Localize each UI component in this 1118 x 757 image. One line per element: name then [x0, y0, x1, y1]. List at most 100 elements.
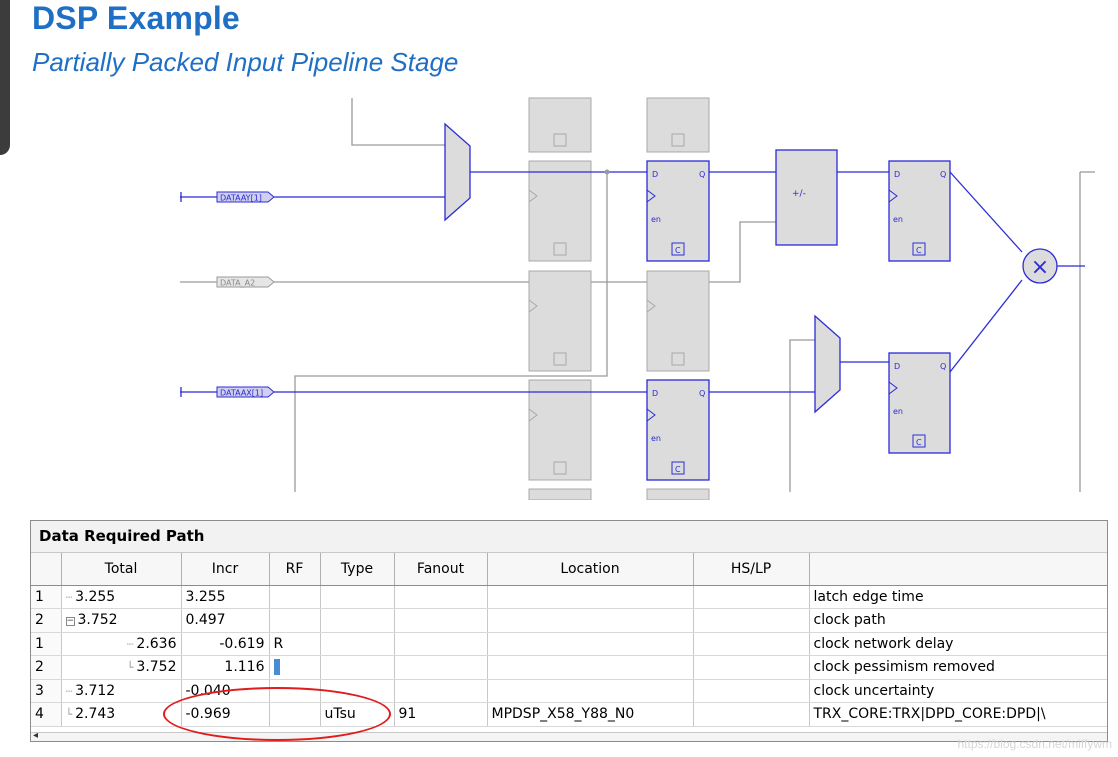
rf-indicator: [273, 659, 280, 676]
column-header-location[interactable]: Location: [487, 553, 694, 586]
row-index: 2: [31, 655, 62, 680]
svg-text:en: en: [893, 407, 903, 416]
column-header-incr[interactable]: Incr: [181, 553, 270, 586]
svg-text:C: C: [916, 438, 922, 447]
row-index: 2: [31, 608, 62, 633]
slide-title: DSP Example: [32, 0, 240, 36]
type-cell: [320, 655, 395, 680]
svg-text:D: D: [894, 362, 900, 371]
incr-cell: 3.255: [181, 585, 270, 609]
watermark: https://blog.csdn.net/miffywm: [957, 737, 1112, 751]
element-cell: clock network delay: [809, 632, 1107, 656]
fanout-cell: [394, 608, 488, 633]
slide-subtitle: Partially Packed Input Pipeline Stage: [32, 47, 459, 77]
active-register: D Q en C: [646, 160, 710, 262]
hslp-cell: [693, 608, 810, 633]
total-cell: 3.752: [136, 659, 177, 676]
svg-text:DATAAX[1]: DATAAX[1]: [220, 389, 263, 398]
column-header-total[interactable]: Total: [61, 553, 182, 586]
location-cell: [487, 608, 694, 633]
column-header-type[interactable]: Type: [320, 553, 395, 586]
location-cell: [487, 632, 694, 656]
hslp-cell: [693, 702, 810, 727]
location-cell: [487, 679, 694, 703]
row-index: 4: [31, 702, 62, 727]
column-header-rf[interactable]: RF: [269, 553, 321, 586]
total-cell: 3.752: [77, 612, 118, 629]
column-header-element[interactable]: [809, 553, 1107, 586]
svg-text:Q: Q: [940, 170, 946, 179]
input-port-dataay: DATAAY[1]: [216, 191, 275, 203]
total-cell: 3.255: [75, 588, 116, 605]
horizontal-scrollbar[interactable]: ◂: [31, 730, 1107, 741]
tree-line-icon: ┈: [65, 590, 73, 604]
table-row[interactable]: 1 ┈3.255 3.255 latch edge time: [31, 585, 1107, 609]
element-cell: latch edge time: [809, 585, 1107, 609]
inactive-register: [528, 379, 592, 481]
type-cell: [320, 585, 395, 609]
svg-text:en: en: [651, 434, 661, 443]
hslp-cell: [693, 585, 810, 609]
row-index: 1: [31, 632, 62, 656]
inactive-register: [528, 270, 592, 372]
svg-text:C: C: [675, 246, 681, 255]
slide-side-accent: [0, 0, 10, 155]
hslp-cell: [693, 632, 810, 656]
tree-line-icon: └: [126, 661, 134, 675]
inactive-register: [646, 270, 710, 372]
input-port-dataax: DATAAX[1]: [216, 386, 275, 398]
total-cell: 2.636: [136, 635, 177, 652]
svg-text:Q: Q: [699, 389, 705, 398]
svg-text:DATAAY[1]: DATAAY[1]: [220, 194, 262, 203]
column-header[interactable]: [31, 553, 62, 586]
type-cell: [320, 632, 395, 656]
tree-line-icon: ┈: [126, 637, 134, 651]
data-required-path-panel: Data Required Path Total Incr RF Type Fa…: [30, 520, 1108, 742]
table-row[interactable]: 2 −3.752 0.497 clock path: [31, 608, 1107, 633]
dsp-schematic: DATA_A2 DATAAY[1] DATAAX[1] D Q en: [180, 97, 1095, 500]
input-mux: [444, 122, 471, 222]
inactive-register: [528, 97, 592, 153]
svg-text:C: C: [916, 246, 922, 255]
inactive-register: [528, 160, 592, 262]
fanout-cell: [394, 679, 488, 703]
scroll-left-icon[interactable]: ◂: [33, 730, 39, 741]
svg-text:en: en: [651, 215, 661, 224]
output-register: D Q en C: [888, 352, 951, 454]
column-header-hslp[interactable]: HS/LP: [693, 553, 810, 586]
element-cell: clock path: [809, 608, 1107, 633]
svg-text:C: C: [675, 465, 681, 474]
fanout-cell: 91: [394, 702, 488, 727]
total-cell: 2.743: [75, 706, 116, 723]
incr-cell: -0.619: [181, 632, 270, 656]
rf-cell: [269, 585, 321, 609]
svg-text:Q: Q: [699, 170, 705, 179]
table-header: Total Incr RF Type Fanout Location HS/LP: [31, 553, 1107, 586]
svg-text:D: D: [652, 170, 658, 179]
fanout-cell: [394, 655, 488, 680]
tree-line-icon: └: [65, 708, 73, 722]
rf-cell: R: [269, 632, 321, 656]
hslp-cell: [693, 655, 810, 680]
table-row[interactable]: 2 └3.752 1.116 clock pessimism removed: [31, 655, 1107, 680]
svg-text:+/-: +/-: [792, 189, 806, 199]
active-register: D Q en C: [646, 379, 710, 481]
column-header-fanout[interactable]: Fanout: [394, 553, 488, 586]
output-register: D Q en C: [888, 160, 951, 262]
location-cell: MPDSP_X58_Y88_N0: [487, 702, 694, 727]
svg-text:×: ×: [1031, 255, 1049, 280]
incr-cell: 1.116: [181, 655, 270, 680]
highlight-ellipse: [163, 687, 391, 741]
tree-line-icon: ┈: [65, 684, 73, 698]
fanout-cell: [394, 632, 488, 656]
rf-cell: [269, 608, 321, 633]
collapse-icon[interactable]: −: [65, 616, 75, 627]
location-cell: [487, 585, 694, 609]
input-port-inactive: DATA_A2: [216, 276, 275, 288]
table-row[interactable]: 1 ┈2.636 -0.619 R clock network delay: [31, 632, 1107, 656]
svg-text:Q: Q: [940, 362, 946, 371]
inactive-register: [646, 97, 710, 153]
svg-text:DATA_A2: DATA_A2: [220, 279, 255, 288]
fanout-cell: [394, 585, 488, 609]
multiplier-icon: ×: [1022, 248, 1058, 284]
